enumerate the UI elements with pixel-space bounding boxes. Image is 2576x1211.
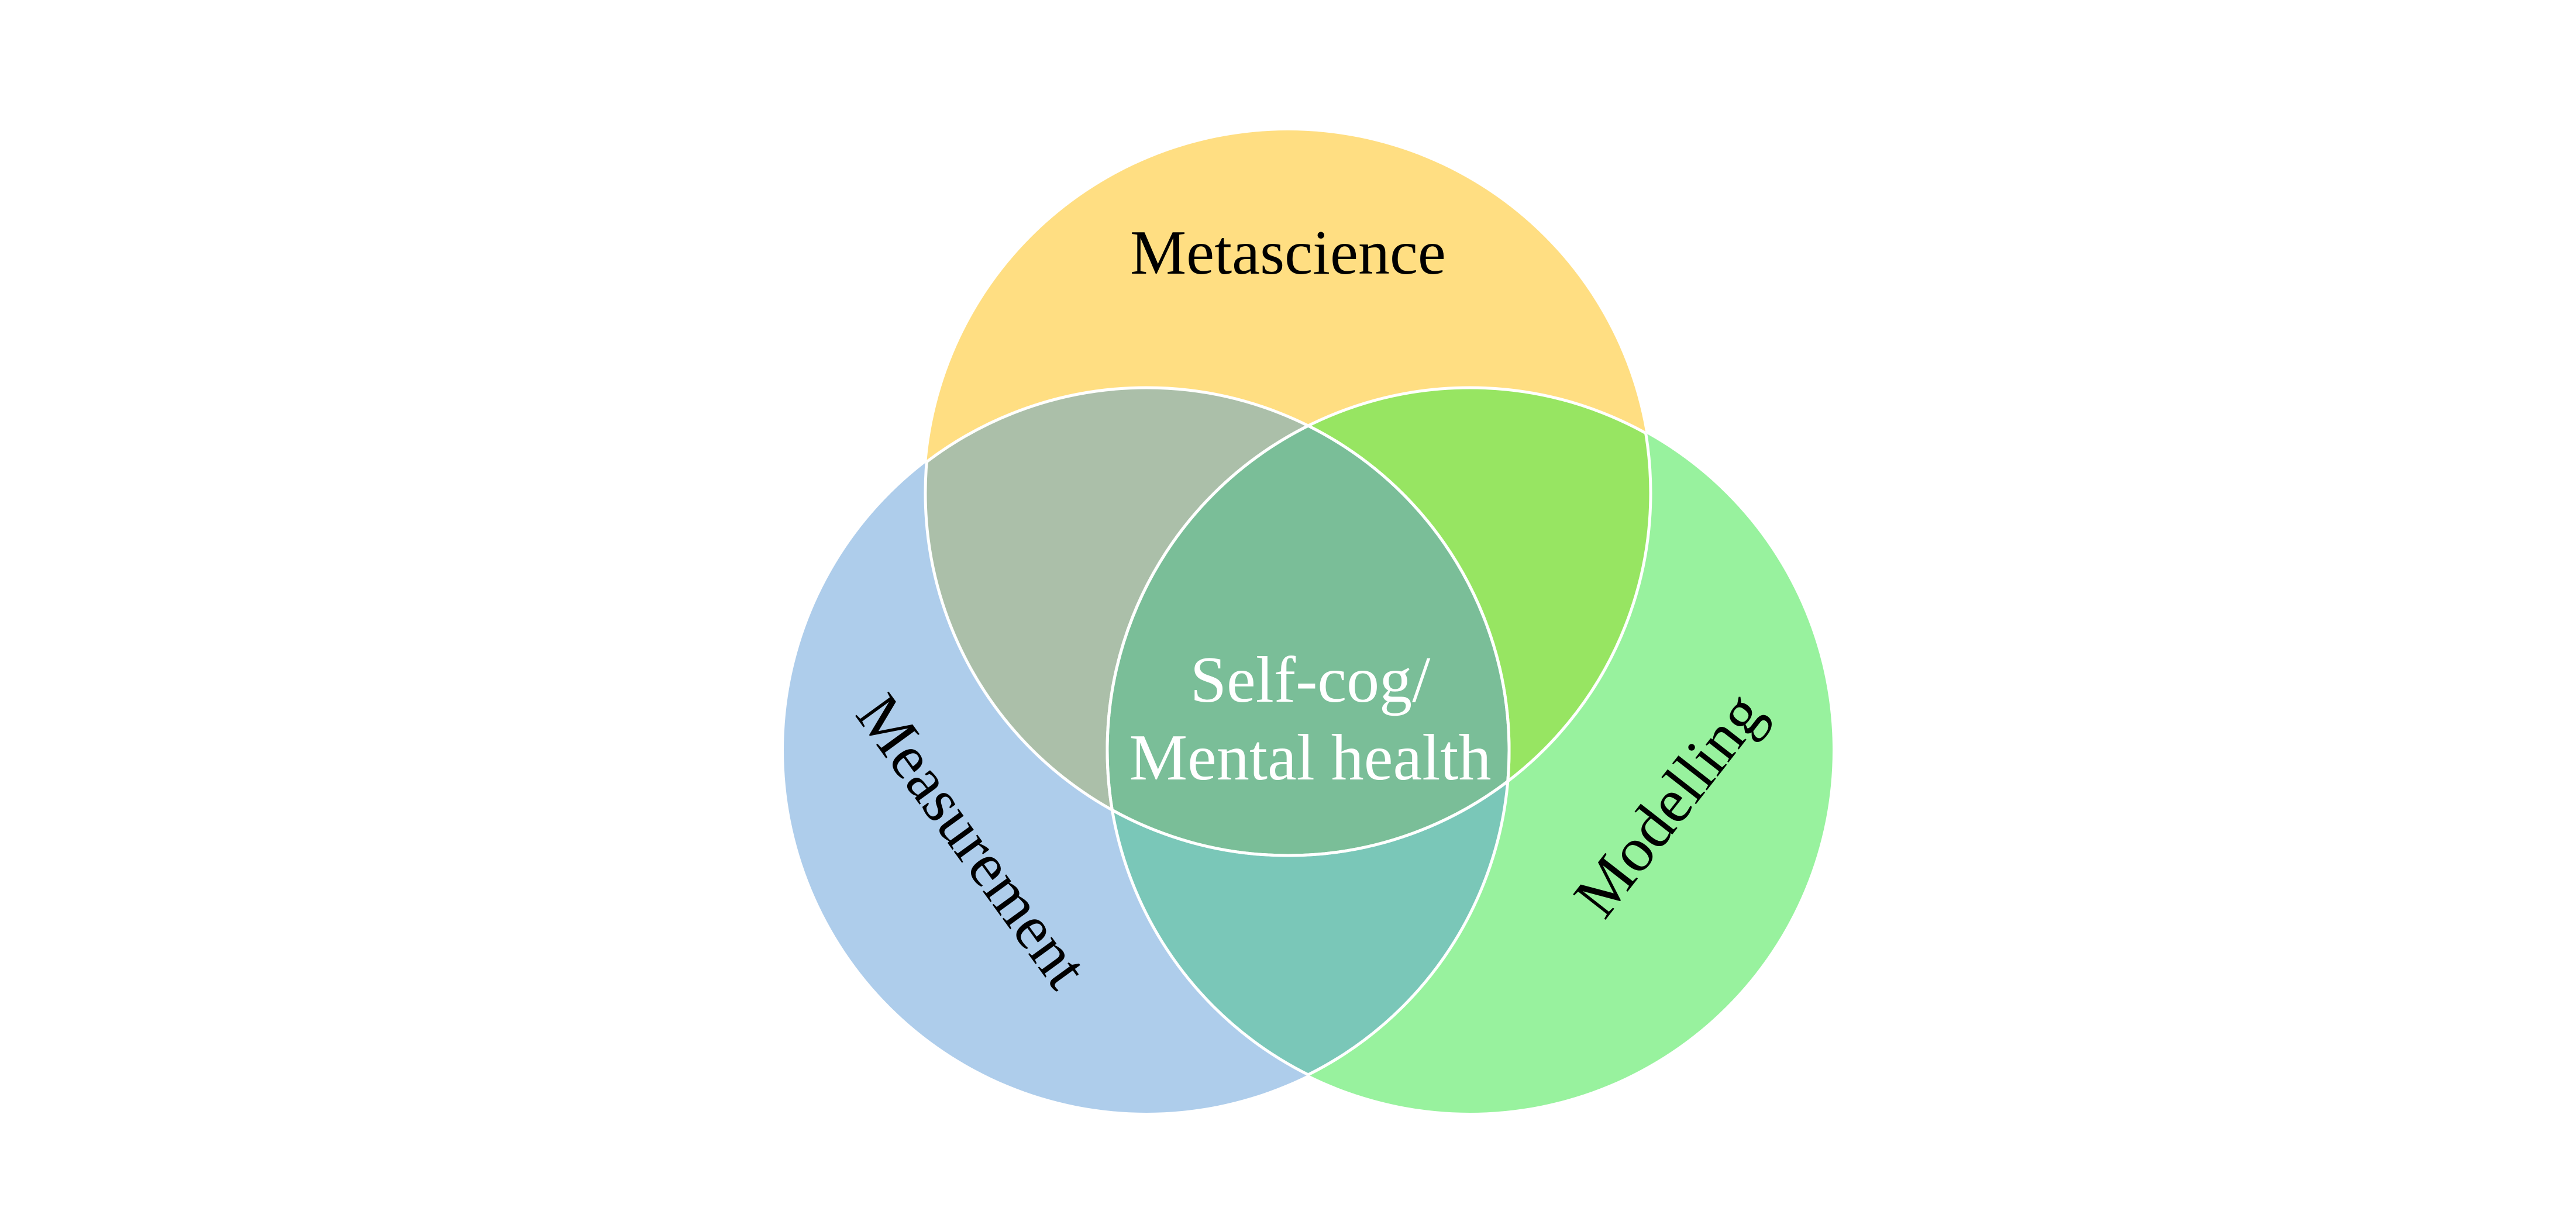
- center-label-line2: Mental health: [1129, 722, 1492, 794]
- outline-modelling-arc: [1106, 388, 1509, 1113]
- center-label-line1: Self-cog/: [1190, 644, 1431, 716]
- outline-metascience-arc-right: [1107, 388, 1652, 857]
- label-metascience: Metascience: [1130, 218, 1446, 288]
- overlap-all: [1107, 388, 1509, 855]
- outline-measurement-arc-top: [925, 386, 1511, 855]
